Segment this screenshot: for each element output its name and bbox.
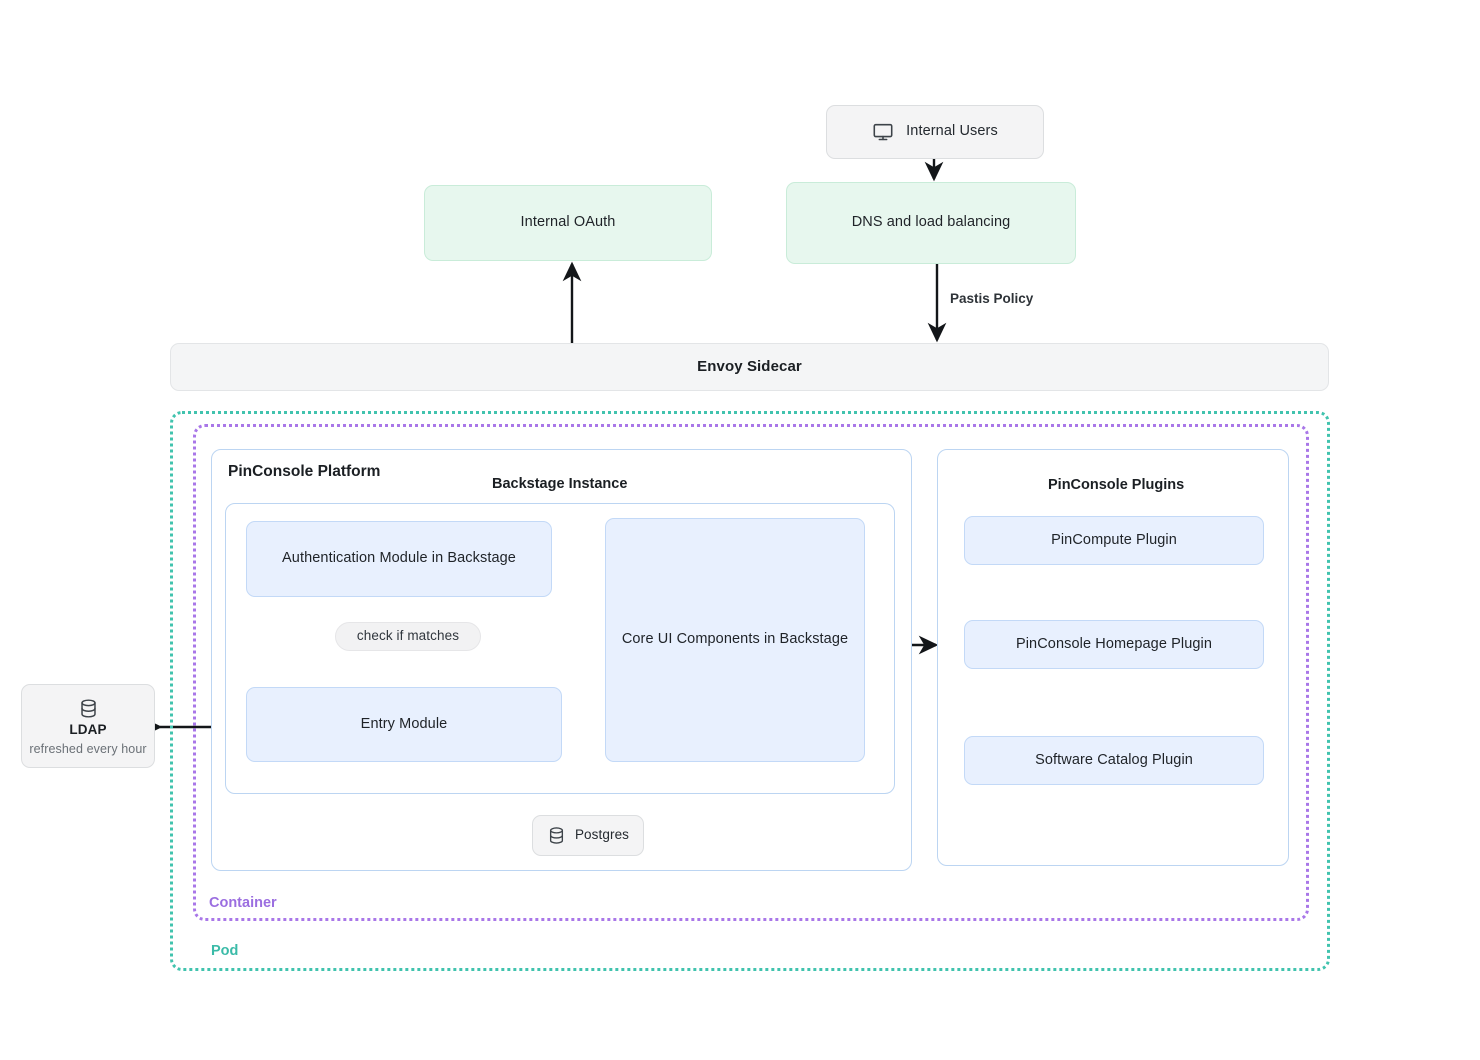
node-ldap-sublabel: refreshed every hour bbox=[29, 742, 147, 757]
node-plugin-2[interactable]: Software Catalog Plugin bbox=[964, 736, 1264, 785]
node-internal-users-label: Internal Users bbox=[906, 123, 998, 140]
monitor-icon bbox=[872, 121, 894, 143]
node-authentication-module-label: Authentication Module in Backstage bbox=[282, 550, 516, 567]
group-backstage-instance-title: Backstage Instance bbox=[492, 476, 628, 492]
node-plugin-0-label: PinCompute Plugin bbox=[1051, 531, 1177, 548]
node-plugin-1-label: PinConsole Homepage Plugin bbox=[1015, 635, 1213, 652]
node-check-if-matches-label: check if matches bbox=[356, 628, 460, 644]
node-entry-module-label: Entry Module bbox=[360, 715, 448, 732]
edge-label-pastis-policy: Pastis Policy bbox=[950, 291, 1034, 306]
node-dns-load-balancing[interactable]: DNS and load balancing bbox=[786, 182, 1076, 264]
node-internal-oauth-label: Internal OAuth bbox=[520, 214, 616, 231]
group-container bbox=[193, 424, 1309, 921]
node-plugin-1[interactable]: PinConsole Homepage Plugin bbox=[964, 620, 1264, 669]
group-container-label: Container bbox=[209, 895, 277, 911]
node-plugin-2-label: Software Catalog Plugin bbox=[1035, 751, 1193, 768]
node-dns-load-balancing-label: DNS and load balancing bbox=[851, 214, 1011, 231]
database-icon bbox=[547, 826, 566, 845]
node-internal-oauth[interactable]: Internal OAuth bbox=[424, 185, 712, 261]
node-postgres[interactable]: Postgres bbox=[532, 815, 644, 856]
node-internal-users[interactable]: Internal Users bbox=[826, 105, 1044, 159]
node-ldap[interactable]: LDAP refreshed every hour bbox=[21, 684, 155, 768]
node-entry-module[interactable]: Entry Module bbox=[246, 687, 562, 762]
node-authentication-module[interactable]: Authentication Module in Backstage bbox=[246, 521, 552, 597]
node-plugin-0[interactable]: PinCompute Plugin bbox=[964, 516, 1264, 565]
group-pinconsole-platform-title: PinConsole Platform bbox=[228, 463, 381, 480]
node-envoy-sidecar[interactable]: Envoy Sidecar bbox=[170, 343, 1329, 391]
node-postgres-label: Postgres bbox=[574, 827, 630, 843]
node-core-ui-components[interactable]: Core UI Components in Backstage bbox=[605, 518, 865, 762]
node-envoy-sidecar-label: Envoy Sidecar bbox=[697, 357, 802, 375]
node-check-if-matches[interactable]: check if matches bbox=[335, 622, 481, 651]
database-icon bbox=[78, 698, 99, 719]
node-core-ui-components-label: Core UI Components in Backstage bbox=[621, 631, 849, 648]
group-pod-label: Pod bbox=[211, 943, 239, 959]
node-ldap-label: LDAP bbox=[69, 721, 107, 737]
group-pinconsole-plugins-title: PinConsole Plugins bbox=[1048, 477, 1185, 493]
group-pod bbox=[170, 411, 1330, 971]
